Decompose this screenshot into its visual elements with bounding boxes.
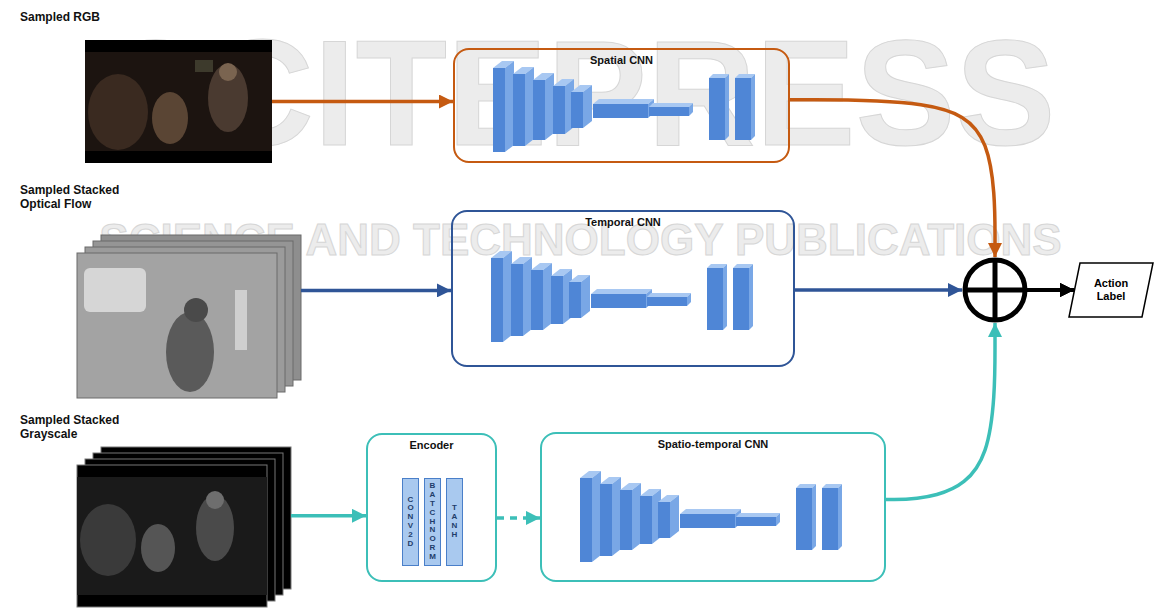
connector-line xyxy=(790,100,995,257)
output-box: Action Label xyxy=(1068,262,1154,318)
connector-line xyxy=(1025,288,1074,292)
output-label: Action Label xyxy=(1084,277,1138,303)
connector-line xyxy=(301,289,451,293)
grayscale-stack-picture xyxy=(77,447,291,607)
connector xyxy=(272,101,453,102)
connector xyxy=(301,290,451,291)
box-title: Spatio-temporal CNN xyxy=(658,438,769,451)
network-box: Temporal CNN xyxy=(451,210,795,367)
input-frames: Sampled Stacked Optical Flow xyxy=(77,235,301,398)
input-frames: Sampled RGB xyxy=(85,40,272,163)
network-box: EncoderCONV2D BATCHNORM TANH xyxy=(366,433,497,582)
layer-name: BATCHNORM xyxy=(429,482,437,561)
connector-line xyxy=(886,323,995,500)
connector-line xyxy=(1025,288,1074,292)
box-title: Encoder xyxy=(409,439,453,452)
network-box: Spatio-temporal CNN xyxy=(540,432,886,582)
connector xyxy=(790,100,1074,290)
connector xyxy=(795,290,1074,291)
box-title: Spatial CNN xyxy=(590,54,653,67)
layer-name: TANH xyxy=(451,504,459,539)
input-frames: Sampled Stacked Grayscale xyxy=(77,447,291,607)
input-heading: Sampled Stacked Grayscale xyxy=(20,413,142,442)
layer-name: CONV2D xyxy=(407,496,415,549)
rgb-frame-picture xyxy=(85,40,272,163)
connector-line xyxy=(497,516,540,520)
connector-line xyxy=(1025,288,1074,292)
encoder-layer: TANH xyxy=(446,478,463,566)
network-box: Spatial CNN xyxy=(453,48,790,163)
encoder-layer: BATCHNORM xyxy=(424,478,441,566)
connector xyxy=(497,517,540,518)
encoder-layer: CONV2D xyxy=(402,478,419,566)
optical-flow-stack-picture xyxy=(77,235,301,398)
input-heading: Sampled RGB xyxy=(20,10,100,24)
connector xyxy=(291,515,366,516)
box-title: Temporal CNN xyxy=(585,216,661,229)
connector xyxy=(886,290,1074,500)
connector-line xyxy=(291,514,366,518)
sum-symbol xyxy=(965,260,1025,320)
connector-line xyxy=(795,288,962,292)
input-heading: Sampled Stacked Optical Flow xyxy=(20,183,142,212)
connector-line xyxy=(272,100,453,104)
